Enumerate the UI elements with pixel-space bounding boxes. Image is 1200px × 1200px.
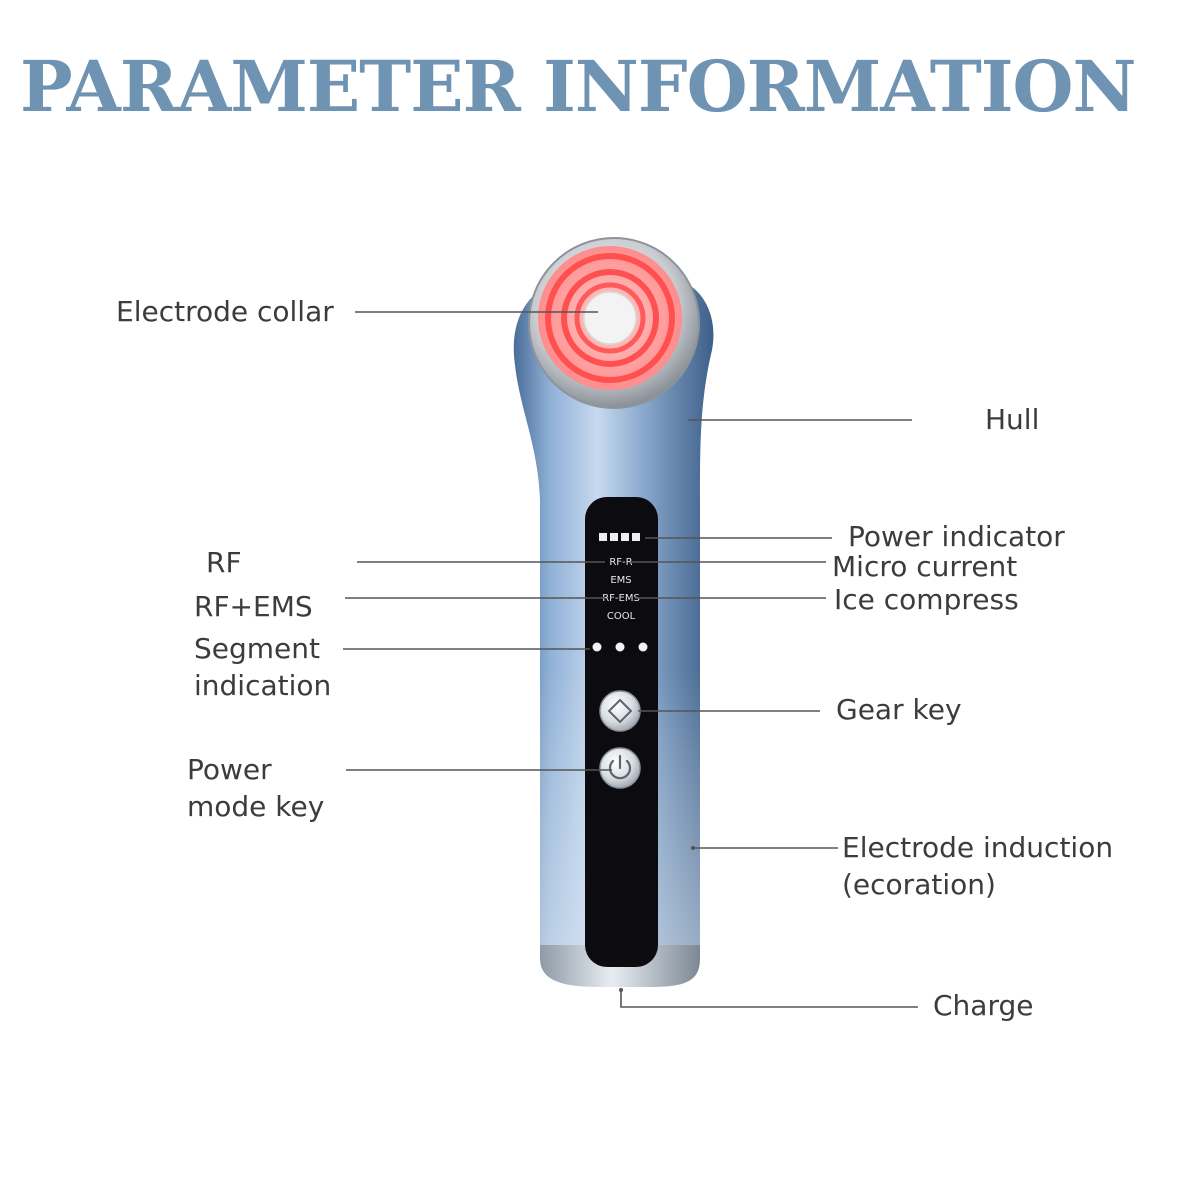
label-segment-indication: Segment indication <box>194 632 332 702</box>
mode-cool: COOL <box>607 611 636 622</box>
power-indicator <box>599 533 640 541</box>
mode-rf-ems: RF-EMS <box>602 593 640 604</box>
label-rf-ems: RF+EMS <box>194 590 313 623</box>
leader-lines <box>343 311 918 1008</box>
label-gear-key: Gear key <box>836 693 962 726</box>
diamond-arrow-icon <box>607 698 633 724</box>
power-icon <box>608 754 632 780</box>
label-micro-current: Micro current <box>832 550 1018 583</box>
electrode-collar <box>545 253 675 383</box>
label-rf: RF <box>206 546 242 579</box>
control-panel <box>585 497 658 967</box>
label-ice-compress: Ice compress <box>834 583 1019 616</box>
mode-rf-r: RF-R <box>609 557 632 568</box>
label-electrode-induction: Electrode induction (ecoration) <box>842 831 1114 901</box>
label-electrode-collar: Electrode collar <box>116 295 334 328</box>
label-power-indicator: Power indicator <box>848 520 1065 553</box>
label-hull: Hull <box>985 403 1040 436</box>
mode-ems: EMS <box>610 575 631 586</box>
gear-key-button[interactable] <box>599 690 641 732</box>
label-power-mode-key: Power mode key <box>187 753 325 823</box>
center-electrode <box>583 291 637 345</box>
page-title: PARAMETER INFORMATION <box>20 45 1137 128</box>
power-mode-key-button[interactable] <box>599 747 641 789</box>
label-charge: Charge <box>933 989 1034 1022</box>
segment-indication-dots <box>592 642 648 652</box>
